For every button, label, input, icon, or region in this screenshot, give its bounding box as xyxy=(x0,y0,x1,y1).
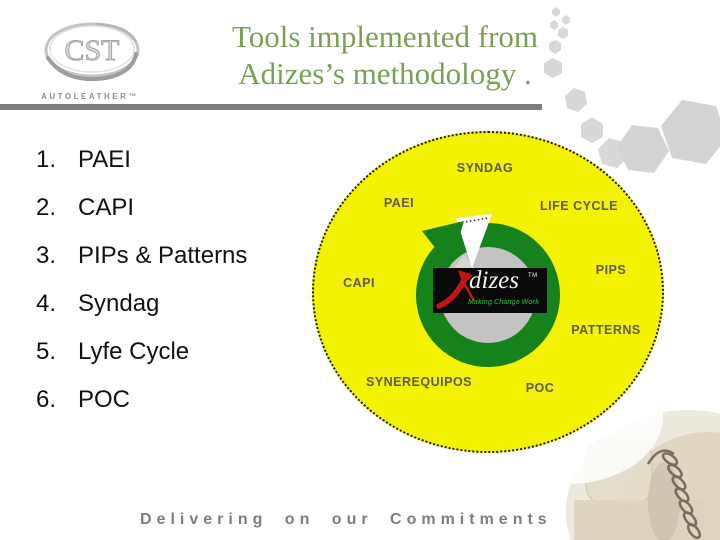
list-number: 6. xyxy=(36,386,57,413)
list-item: 5. Lyfe Cycle xyxy=(36,338,316,386)
coiled-cord xyxy=(646,449,702,540)
wheel-label-pips: PIPS xyxy=(595,263,627,277)
tools-list: 1. PAEI 2. CAPI 3. PIPs & Patterns 4. Sy… xyxy=(36,146,316,434)
list-label: Syndag xyxy=(78,290,160,317)
wheel-label-poc: POC xyxy=(525,381,555,395)
header-divider xyxy=(0,104,542,110)
list-item: 3. PIPs & Patterns xyxy=(36,242,316,290)
list-item: 2. CAPI xyxy=(36,194,316,242)
list-number: 3. xyxy=(36,242,57,269)
title-line-2: Adizes’s methodology . xyxy=(238,56,532,91)
list-item: 6. POC xyxy=(36,386,316,434)
list-number: 5. xyxy=(36,338,57,365)
wheel-label-paei: PAEI xyxy=(383,196,415,210)
list-label: POC xyxy=(78,386,131,413)
slide-title: Tools implemented from Adizes’s methodol… xyxy=(155,18,615,92)
leather-seat-image xyxy=(548,402,720,540)
adizes-wordmark: dizes xyxy=(469,267,519,294)
list-label: Lyfe Cycle xyxy=(78,338,190,365)
list-item: 4. Syndag xyxy=(36,290,316,338)
cst-autoleather-logo: CST AUTOLEATHER™ xyxy=(28,16,152,108)
list-label: CAPI xyxy=(78,194,135,221)
autoleather-wordmark: AUTOLEATHER™ xyxy=(41,92,139,101)
list-label: PAEI xyxy=(78,146,131,173)
arrowhead xyxy=(422,221,464,267)
hexagon-trail-decoration xyxy=(544,7,720,173)
wheel-label-patterns: PATTERNS xyxy=(571,323,641,337)
adizes-logo: dizes TM Making Change Work xyxy=(433,267,547,313)
wheel-label-syndag: SYNDAG xyxy=(456,161,514,175)
list-number: 1. xyxy=(36,146,57,173)
list-number: 4. xyxy=(36,290,57,317)
footer-tagline: Delivering on our Commitments xyxy=(140,511,552,528)
adizes-a-icon xyxy=(436,270,476,309)
title-line-1: Tools implemented from xyxy=(231,19,539,54)
adizes-tagline: Making Change Work xyxy=(468,299,540,306)
list-number: 2. xyxy=(36,194,57,221)
wheel-label-synerequipos: SYNEREQUIPOS xyxy=(365,375,473,389)
list-label: PIPs & Patterns xyxy=(78,242,248,269)
wheel-label-capi: CAPI xyxy=(343,276,375,290)
svg-text:CST: CST xyxy=(64,34,119,67)
trademark-symbol: TM xyxy=(528,273,538,279)
wheel-label-life-cycle: LIFE CYCLE xyxy=(540,199,618,213)
list-item: 1. PAEI xyxy=(36,146,316,194)
cst-logo-emblem: CST xyxy=(44,22,140,82)
